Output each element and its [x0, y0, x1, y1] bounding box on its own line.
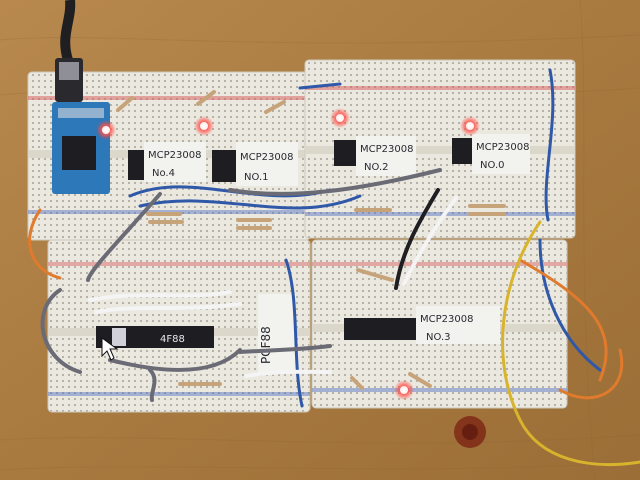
label-top-mid: MCP23008 NO.1: [236, 142, 298, 186]
label-top-left: MCP23008 No.4: [144, 142, 206, 182]
wires: [28, 68, 640, 467]
chip-bottom-right: [344, 318, 416, 340]
svg-text:NO.2: NO.2: [364, 162, 389, 173]
label-top-right-a: MCP23008 NO.2: [356, 136, 416, 176]
svg-text:NO.3: NO.3: [426, 332, 451, 343]
chip-top-left: [128, 150, 144, 180]
breadboard-top-right: [304, 59, 576, 239]
chip-top-right-b: [452, 138, 472, 164]
svg-text:MCP23008: MCP23008: [240, 152, 293, 163]
svg-text:PCF88: PCF88: [259, 326, 273, 364]
mouse-pointer-icon: [101, 337, 119, 361]
svg-text:MCP23008: MCP23008: [148, 150, 201, 161]
led-red-2: [194, 116, 214, 136]
label-top-right-b: MCP23008 NO.0: [472, 134, 530, 174]
svg-text:NO.0: NO.0: [480, 160, 505, 171]
resistors: [116, 90, 506, 390]
led-red-4: [460, 116, 480, 136]
usb-cable: [55, 0, 83, 102]
details: [454, 416, 486, 448]
svg-text:No.4: No.4: [152, 168, 175, 179]
chip-top-right-a: [334, 140, 356, 166]
chip-left-text: 4F88: [160, 334, 185, 345]
chip-bottom-left: 4F88: [96, 326, 214, 348]
led-red-5: [394, 380, 414, 400]
svg-text:NO.1: NO.1: [244, 172, 269, 183]
svg-text:MCP23008: MCP23008: [360, 144, 413, 155]
led-red-3: [330, 108, 350, 128]
label-bottom-right: MCP23008 NO.3: [416, 306, 500, 344]
microcontroller-board: [52, 102, 110, 194]
svg-text:MCP23008: MCP23008: [476, 142, 529, 153]
chip-top-mid: [212, 150, 236, 182]
svg-text:MCP23008: MCP23008: [420, 314, 473, 325]
led-red-1: [96, 120, 116, 140]
label-side: PCF88: [258, 294, 296, 372]
